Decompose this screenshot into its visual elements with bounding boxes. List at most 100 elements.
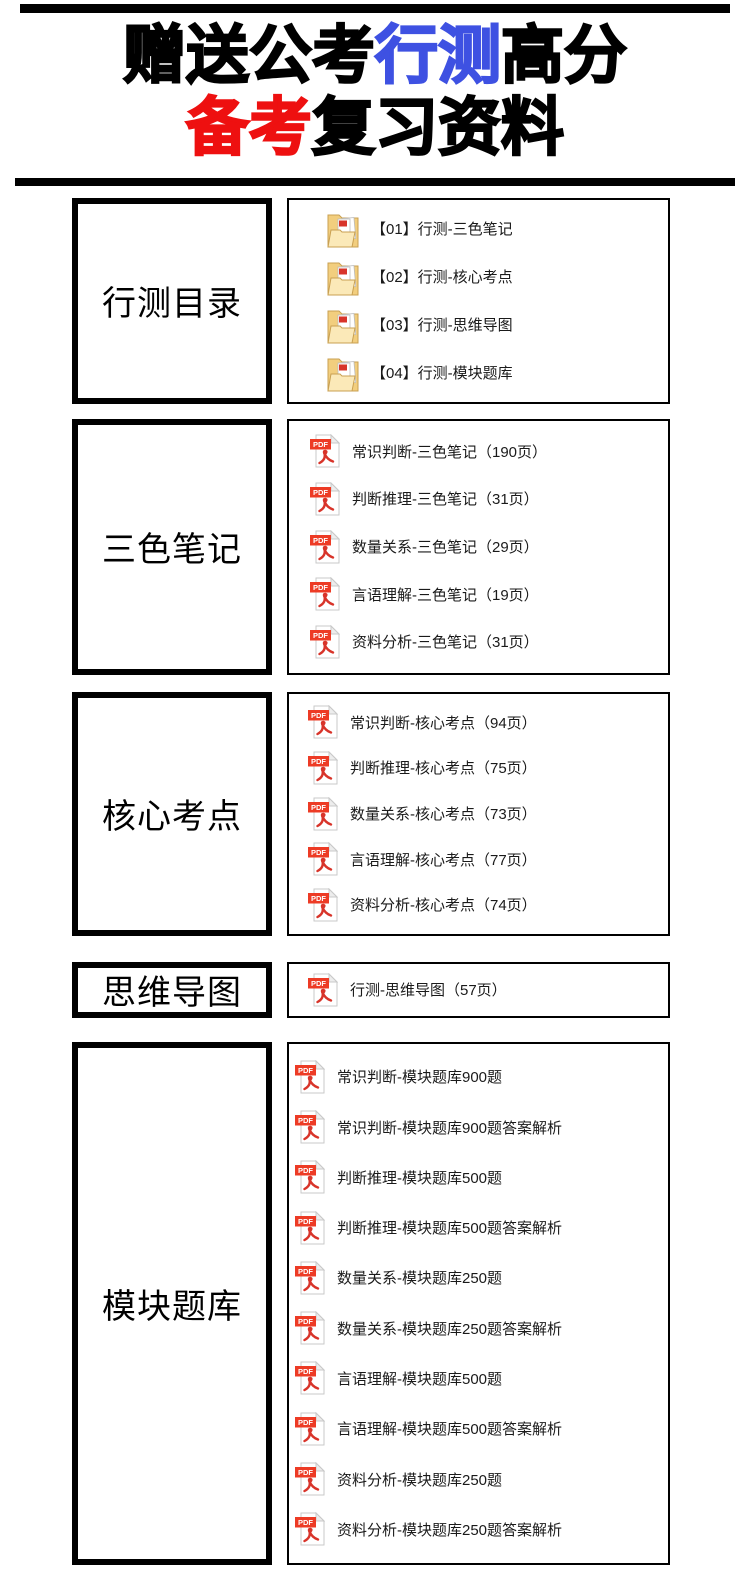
file-item: PDF 行测-思维导图（57页） (308, 972, 668, 1007)
file-label: 言语理解-模块题库500题答案解析 (337, 1421, 563, 1439)
file-label: 资料分析-三色笔记（31页） (352, 634, 539, 652)
file-label: 言语理解-三色笔记（19页） (352, 586, 539, 604)
pdf-file-icon: PDF (295, 1512, 325, 1546)
pdf-file-icon: PDF (310, 434, 340, 468)
svg-text:PDF: PDF (298, 1167, 313, 1176)
section-label-box: 行测目录 (72, 197, 272, 404)
file-item: PDF 数量关系-核心考点（73页） (308, 796, 668, 831)
page-title: 赠送公考行测高分 备考复习资料 (0, 20, 750, 165)
top-divider-bar (20, 4, 730, 13)
section-label: 行测目录 (102, 286, 242, 324)
section-label-box: 模块题库 (72, 1041, 272, 1565)
svg-text:PDF: PDF (313, 583, 328, 592)
svg-text:PDF: PDF (311, 979, 326, 988)
file-label: 言语理解-模块题库500题 (337, 1370, 503, 1388)
title-divider-bar (15, 177, 735, 186)
folder-icon (327, 214, 359, 248)
title-segment: 高分 (500, 20, 628, 92)
file-item: PDF 资料分析-模块题库250题 (295, 1462, 668, 1496)
file-item: PDF 判断推理-模块题库500题答案解析 (295, 1210, 668, 1245)
file-item: PDF 言语理解-核心考点（77页） (308, 842, 668, 876)
file-item: PDF 常识判断-三色笔记（190页） (310, 434, 668, 468)
file-label: 【02】行测-核心考点 (371, 269, 513, 287)
svg-text:PDF: PDF (311, 803, 326, 812)
file-list: PDF 常识判断-核心考点（94页） PDF 判断推理-核心考点（75页） (287, 691, 670, 936)
svg-text:PDF: PDF (298, 1116, 313, 1125)
svg-text:PDF: PDF (313, 631, 328, 640)
file-item: 【01】行测-三色笔记 (327, 210, 668, 248)
file-label: 【03】行测-思维导图 (371, 317, 513, 335)
pdf-file-icon: PDF (295, 1160, 325, 1194)
file-list: PDF 常识判断-三色笔记（190页） PDF 判断推理-三色笔记（31页） (287, 418, 670, 675)
file-label: 行测-思维导图（57页） (350, 982, 507, 1000)
section-label-box: 三色笔记 (72, 418, 272, 675)
file-label: 判断推理-核心考点（75页） (350, 760, 537, 778)
file-item: 【04】行测-模块题库 (327, 354, 668, 392)
pdf-file-icon: PDF (308, 972, 338, 1007)
svg-text:PDF: PDF (313, 488, 328, 497)
pdf-file-icon: PDF (295, 1411, 325, 1446)
svg-text:PDF: PDF (298, 1518, 313, 1527)
file-label: 数量关系-模块题库250题 (337, 1270, 503, 1288)
pdf-file-icon: PDF (310, 624, 340, 659)
file-label: 言语理解-核心考点（77页） (350, 851, 537, 869)
file-label: 资料分析-模块题库250题答案解析 (337, 1521, 563, 1539)
file-item: PDF 数量关系-模块题库250题答案解析 (295, 1311, 668, 1345)
file-label: 数量关系-核心考点（73页） (350, 806, 537, 824)
svg-text:PDF: PDF (311, 711, 326, 720)
folder-icon (327, 262, 359, 296)
svg-text:PDF: PDF (313, 440, 328, 449)
section-row: 行测目录 【01】行测-三色笔记 【02】行测-核心考点 (72, 197, 750, 404)
title-segment: 行测 (374, 20, 502, 92)
pdf-file-icon: PDF (295, 1311, 325, 1345)
file-label: 判断推理-三色笔记（31页） (352, 491, 539, 509)
file-list: 【01】行测-三色笔记 【02】行测-核心考点 【03】行测-思维导图 (287, 197, 670, 404)
pdf-file-icon: PDF (308, 705, 338, 739)
pdf-file-icon: PDF (295, 1260, 325, 1295)
file-list: PDF 行测-思维导图（57页） (287, 961, 670, 1018)
section-label: 模块题库 (102, 1288, 242, 1326)
pdf-file-icon: PDF (308, 750, 338, 785)
file-item: PDF 常识判断-模块题库900题 (295, 1059, 668, 1094)
file-label: 常识判断-模块题库900题答案解析 (337, 1119, 563, 1137)
file-label: 资料分析-核心考点（74页） (350, 897, 537, 915)
file-item: PDF 判断推理-核心考点（75页） (308, 750, 668, 785)
file-item: PDF 常识判断-核心考点（94页） (308, 705, 668, 739)
file-item: 【03】行测-思维导图 (327, 306, 668, 344)
folder-icon (327, 310, 359, 344)
file-list: PDF 常识判断-模块题库900题 PDF 常识判断-模块题库900题答案解析 (287, 1041, 670, 1565)
file-item: PDF 资料分析-模块题库250题答案解析 (295, 1512, 668, 1546)
file-item: PDF 数量关系-模块题库250题 (295, 1260, 668, 1295)
pdf-file-icon: PDF (310, 577, 340, 611)
file-label: 数量关系-三色笔记（29页） (352, 539, 539, 557)
section-label: 核心考点 (102, 799, 242, 837)
svg-text:PDF: PDF (298, 1418, 313, 1427)
section-label-box: 核心考点 (72, 691, 272, 936)
section-label: 思维导图 (102, 975, 242, 1013)
section-row: 核心考点 PDF 常识判断-核心考点（94页） PDF (72, 691, 750, 936)
file-item: PDF 数量关系-三色笔记（29页） (310, 529, 668, 564)
title-line-2: 备考复习资料 (0, 92, 750, 165)
file-item: PDF 判断推理-三色笔记（31页） (310, 481, 668, 516)
pdf-file-icon: PDF (295, 1462, 325, 1496)
sections: 行测目录 【01】行测-三色笔记 【02】行测-核心考点 (72, 197, 750, 1565)
pdf-file-icon: PDF (308, 842, 338, 876)
file-item: PDF 资料分析-核心考点（74页） (308, 887, 668, 922)
svg-text:PDF: PDF (298, 1267, 313, 1276)
file-label: 资料分析-模块题库250题 (337, 1471, 503, 1489)
svg-text:PDF: PDF (298, 1317, 313, 1326)
svg-text:PDF: PDF (298, 1217, 313, 1226)
folder-icon (327, 358, 359, 392)
file-label: 【01】行测-三色笔记 (371, 221, 513, 239)
svg-text:PDF: PDF (298, 1368, 313, 1377)
file-item: 【02】行测-核心考点 (327, 258, 668, 296)
svg-text:PDF: PDF (298, 1468, 313, 1477)
pdf-file-icon: PDF (295, 1361, 325, 1395)
file-item: PDF 常识判断-模块题库900题答案解析 (295, 1110, 668, 1144)
section-label: 三色笔记 (102, 532, 242, 570)
file-label: 数量关系-模块题库250题答案解析 (337, 1320, 563, 1338)
pdf-file-icon: PDF (310, 481, 340, 516)
svg-text:PDF: PDF (311, 848, 326, 857)
pdf-file-icon: PDF (308, 796, 338, 831)
section-label-box: 思维导图 (72, 961, 272, 1018)
